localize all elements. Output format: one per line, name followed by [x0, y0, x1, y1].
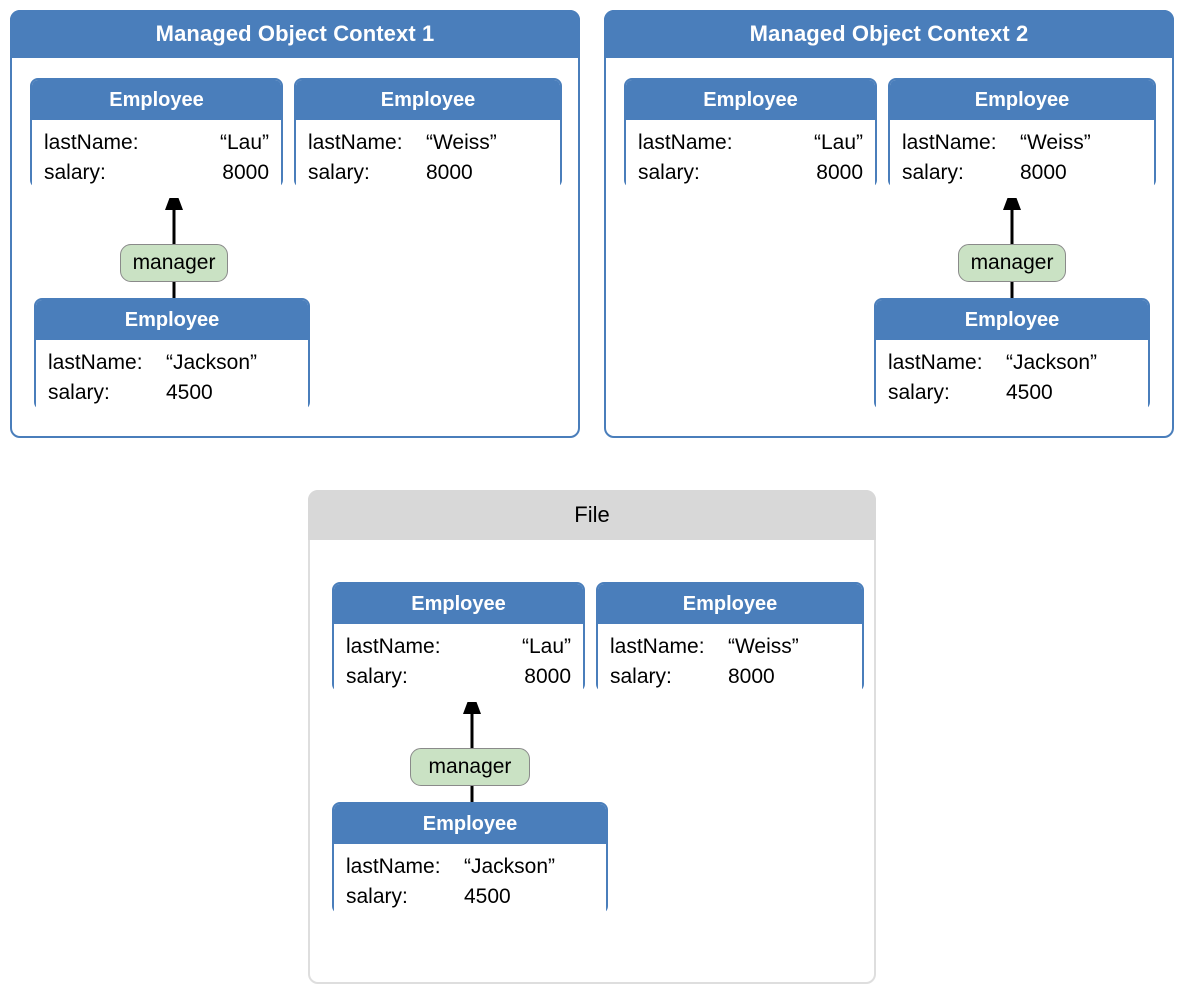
- relationship-label-manager-file[interactable]: manager: [410, 748, 530, 786]
- context-1-title: Managed Object Context 1: [10, 10, 580, 58]
- attribute-row: salary: 8000: [638, 158, 863, 188]
- context-2-body: Employee lastName: “Lau” salary: 8000 Em…: [606, 60, 1172, 436]
- context-1-body: Employee lastName: “Lau” salary: 8000 Em…: [12, 60, 578, 436]
- attribute-value: 8000: [1020, 161, 1067, 184]
- attribute-row: salary: 8000: [902, 158, 1142, 188]
- entity-header-label: Employee: [876, 300, 1148, 340]
- entity-attributes: lastName: “Lau” salary: 8000: [626, 120, 875, 198]
- entity-attributes: lastName: “Lau” salary: 8000: [334, 624, 583, 702]
- file-container: File Employee lastName: “Lau” salary: 80…: [308, 490, 876, 984]
- attribute-key: salary:: [48, 381, 110, 404]
- relationship-label-text: manager: [428, 755, 512, 778]
- relationship-label-text: manager: [132, 251, 216, 274]
- file-body: Employee lastName: “Lau” salary: 8000 Em…: [310, 542, 874, 982]
- attribute-key: salary:: [610, 665, 672, 688]
- attribute-row: salary: 4500: [346, 882, 594, 912]
- entity-header-label: Employee: [32, 80, 281, 120]
- relationship-label-manager-context1[interactable]: manager: [120, 244, 228, 282]
- entity-header-label: Employee: [890, 80, 1154, 120]
- entity-header-label: Employee: [598, 584, 862, 624]
- entity-attributes: lastName: “Weiss” salary: 8000: [598, 624, 862, 702]
- entity-header-label: Employee: [36, 300, 308, 340]
- attribute-value: “Jackson”: [464, 855, 556, 878]
- entity-attributes: lastName: “Weiss” salary: 8000: [296, 120, 560, 198]
- attribute-value: “Lau”: [219, 131, 269, 154]
- context-2-title: Managed Object Context 2: [604, 10, 1174, 58]
- attribute-key: salary:: [638, 161, 700, 184]
- attribute-row: lastName: “Weiss”: [902, 128, 1142, 158]
- attribute-row: salary: 8000: [610, 662, 850, 692]
- attribute-key: lastName:: [902, 131, 997, 154]
- attribute-value: 4500: [166, 381, 213, 404]
- entity-employee-weiss-context1[interactable]: Employee lastName: “Weiss” salary: 8000: [294, 78, 562, 198]
- attribute-row: salary: 8000: [308, 158, 548, 188]
- attribute-value: “Jackson”: [1006, 351, 1098, 374]
- managed-object-context-1: Managed Object Context 1 Employee lastNa…: [10, 10, 580, 438]
- attribute-key: lastName:: [888, 351, 983, 374]
- entity-employee-weiss-file[interactable]: Employee lastName: “Weiss” salary: 8000: [596, 582, 864, 702]
- entity-employee-weiss-context2[interactable]: Employee lastName: “Weiss” salary: 8000: [888, 78, 1156, 198]
- relationship-label-text: manager: [970, 251, 1054, 274]
- attribute-row: lastName: “Jackson”: [888, 348, 1136, 378]
- entity-attributes: lastName: “Weiss” salary: 8000: [890, 120, 1154, 198]
- entity-header-label: Employee: [626, 80, 875, 120]
- entity-header-label: Employee: [334, 584, 583, 624]
- entity-employee-lau-file[interactable]: Employee lastName: “Lau” salary: 8000: [332, 582, 585, 702]
- file-title: File: [308, 490, 876, 540]
- attribute-key: lastName:: [48, 351, 143, 374]
- attribute-row: lastName: “Lau”: [346, 632, 571, 662]
- attribute-key: salary:: [346, 665, 408, 688]
- attribute-row: lastName: “Jackson”: [346, 852, 594, 882]
- attribute-row: salary: 4500: [48, 378, 296, 408]
- attribute-value: 8000: [728, 665, 775, 688]
- attribute-key: lastName:: [638, 131, 733, 154]
- attribute-value: 4500: [464, 885, 511, 908]
- attribute-key: salary:: [346, 885, 408, 908]
- attribute-row: lastName: “Lau”: [638, 128, 863, 158]
- entity-header-label: Employee: [334, 804, 606, 844]
- entity-header-label: Employee: [296, 80, 560, 120]
- attribute-key: lastName:: [308, 131, 403, 154]
- attribute-value: “Weiss”: [1020, 131, 1091, 154]
- attribute-row: lastName: “Weiss”: [308, 128, 548, 158]
- attribute-value: 8000: [816, 161, 863, 184]
- attribute-value: 4500: [1006, 381, 1053, 404]
- entity-employee-jackson-file[interactable]: Employee lastName: “Jackson” salary: 450…: [332, 802, 608, 922]
- attribute-key: lastName:: [610, 635, 705, 658]
- attribute-row: lastName: “Lau”: [44, 128, 269, 158]
- attribute-row: lastName: “Jackson”: [48, 348, 296, 378]
- attribute-key: lastName:: [44, 131, 139, 154]
- attribute-row: salary: 8000: [346, 662, 571, 692]
- attribute-key: lastName:: [346, 635, 441, 658]
- entity-employee-lau-context2[interactable]: Employee lastName: “Lau” salary: 8000: [624, 78, 877, 198]
- attribute-key: salary:: [44, 161, 106, 184]
- attribute-value: 8000: [426, 161, 473, 184]
- entity-employee-jackson-context1[interactable]: Employee lastName: “Jackson” salary: 450…: [34, 298, 310, 418]
- entity-attributes: lastName: “Jackson” salary: 4500: [36, 340, 308, 418]
- attribute-key: salary:: [308, 161, 370, 184]
- entity-attributes: lastName: “Jackson” salary: 4500: [876, 340, 1148, 418]
- managed-object-context-2: Managed Object Context 2 Employee lastNa…: [604, 10, 1174, 438]
- attribute-row: lastName: “Weiss”: [610, 632, 850, 662]
- attribute-value: “Jackson”: [166, 351, 258, 374]
- attribute-row: salary: 8000: [44, 158, 269, 188]
- attribute-value: 8000: [222, 161, 269, 184]
- attribute-value: 8000: [524, 665, 571, 688]
- entity-employee-lau-context1[interactable]: Employee lastName: “Lau” salary: 8000: [30, 78, 283, 198]
- attribute-value: “Lau”: [521, 635, 571, 658]
- attribute-value: “Weiss”: [728, 635, 799, 658]
- attribute-key: lastName:: [346, 855, 441, 878]
- attribute-value: “Weiss”: [426, 131, 497, 154]
- attribute-value: “Lau”: [813, 131, 863, 154]
- attribute-row: salary: 4500: [888, 378, 1136, 408]
- attribute-key: salary:: [888, 381, 950, 404]
- entity-attributes: lastName: “Lau” salary: 8000: [32, 120, 281, 198]
- attribute-key: salary:: [902, 161, 964, 184]
- relationship-label-manager-context2[interactable]: manager: [958, 244, 1066, 282]
- entity-attributes: lastName: “Jackson” salary: 4500: [334, 844, 606, 922]
- entity-employee-jackson-context2[interactable]: Employee lastName: “Jackson” salary: 450…: [874, 298, 1150, 418]
